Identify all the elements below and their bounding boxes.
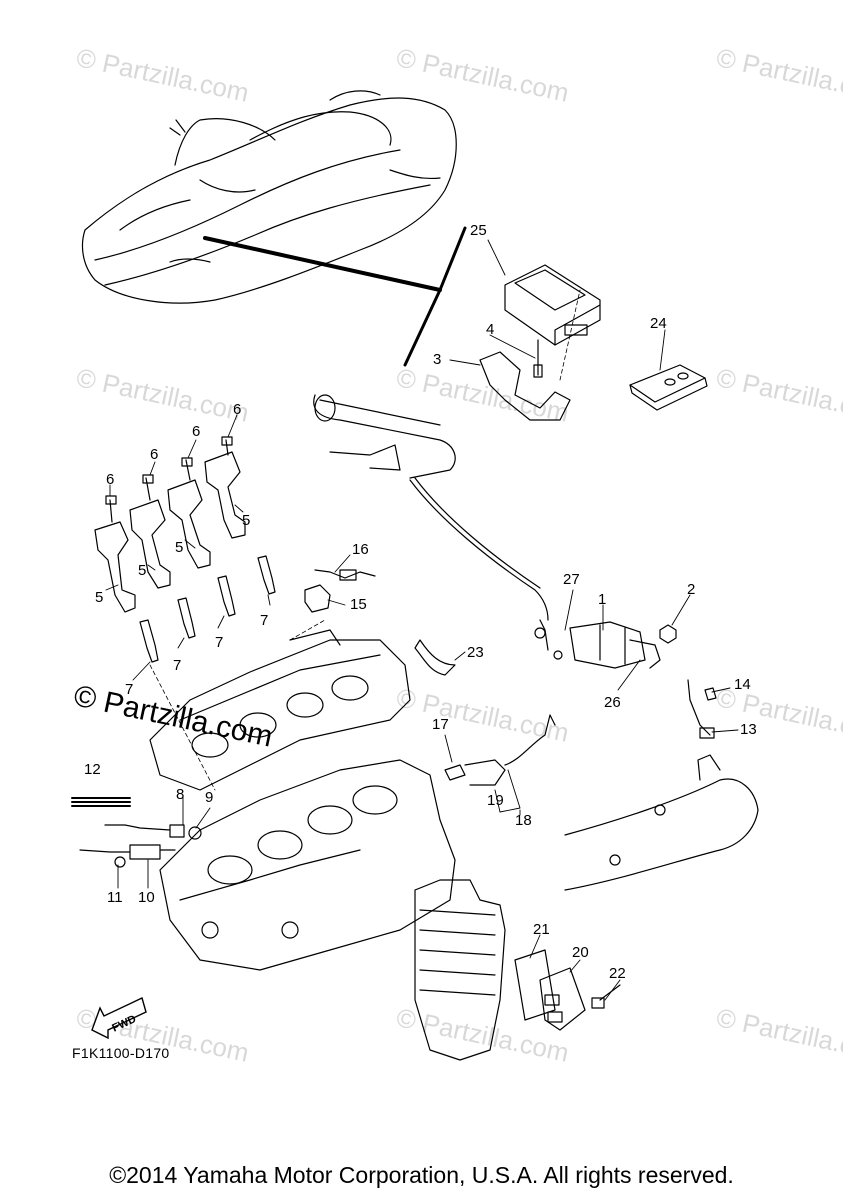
callout-16: 16: [352, 541, 369, 558]
callout-26: 26: [604, 694, 621, 711]
callout-10: 10: [138, 889, 155, 906]
lower-case: [414, 879, 506, 1061]
callout-6: 6: [233, 401, 242, 418]
callout-25: 25: [470, 222, 487, 239]
knock-sensor: [71, 797, 202, 868]
throttle-position-sensor: [534, 619, 661, 669]
callout-20: 20: [572, 944, 589, 961]
leader-lines: [105, 239, 739, 1001]
spark-plugs: [139, 555, 276, 663]
callout-5: 5: [138, 562, 147, 579]
callout-18: 18: [515, 812, 532, 829]
ecu-bracket: [479, 339, 571, 421]
exhaust-pipe: [564, 754, 759, 891]
callout-7: 7: [215, 634, 224, 651]
callout-9: 9: [205, 789, 214, 806]
ecu-unit: [504, 264, 601, 346]
callout-4: 4: [486, 321, 495, 338]
callout-14: 14: [734, 676, 751, 693]
cylinder-block: [159, 759, 456, 971]
callout-15: 15: [350, 596, 367, 613]
diagram-code: F1K1100-D170: [72, 1045, 170, 1061]
callout-11: 11: [107, 889, 123, 906]
callout-24: 24: [650, 315, 667, 332]
callout-22: 22: [609, 965, 626, 982]
callout-21: 21: [533, 921, 550, 938]
cylinder-head: [149, 629, 411, 791]
callout-5: 5: [242, 512, 251, 529]
callout-1: 1: [598, 591, 607, 608]
alignment-lines: [149, 289, 581, 791]
callout-19: 19: [487, 792, 504, 809]
copyright-notice: ©2014 Yamaha Motor Corporation, U.S.A. A…: [109, 1162, 734, 1188]
callout-3: 3: [433, 351, 442, 368]
wire-harness-clip: [414, 639, 456, 676]
handlebar-throttle: [313, 394, 549, 621]
callout-17: 17: [432, 716, 449, 733]
callout-2: 2: [687, 581, 696, 598]
callout-12: 12: [84, 761, 101, 778]
rectifier-regulator: [514, 949, 621, 1031]
watercraft-illustration: [81, 90, 457, 304]
callout-6: 6: [106, 471, 115, 488]
callout-7: 7: [260, 612, 269, 629]
cam-position-sensor: [304, 569, 376, 613]
callout-5: 5: [95, 589, 104, 606]
callout-8: 8: [176, 786, 185, 803]
callout-6: 6: [150, 446, 159, 463]
ignition-coils: [94, 436, 246, 613]
callout-5: 5: [175, 539, 184, 556]
callout-27: 27: [563, 571, 580, 588]
callout-6: 6: [192, 423, 201, 440]
remote-fob: [629, 364, 708, 411]
temperature-sensor: [444, 714, 556, 786]
callout-7: 7: [173, 657, 182, 674]
callout-13: 13: [740, 721, 757, 738]
forward-arrow-icon: FWD: [91, 997, 147, 1040]
oxygen-sensor: [687, 679, 717, 739]
callout-23: 23: [467, 644, 484, 661]
callout-7: 7: [125, 681, 134, 698]
